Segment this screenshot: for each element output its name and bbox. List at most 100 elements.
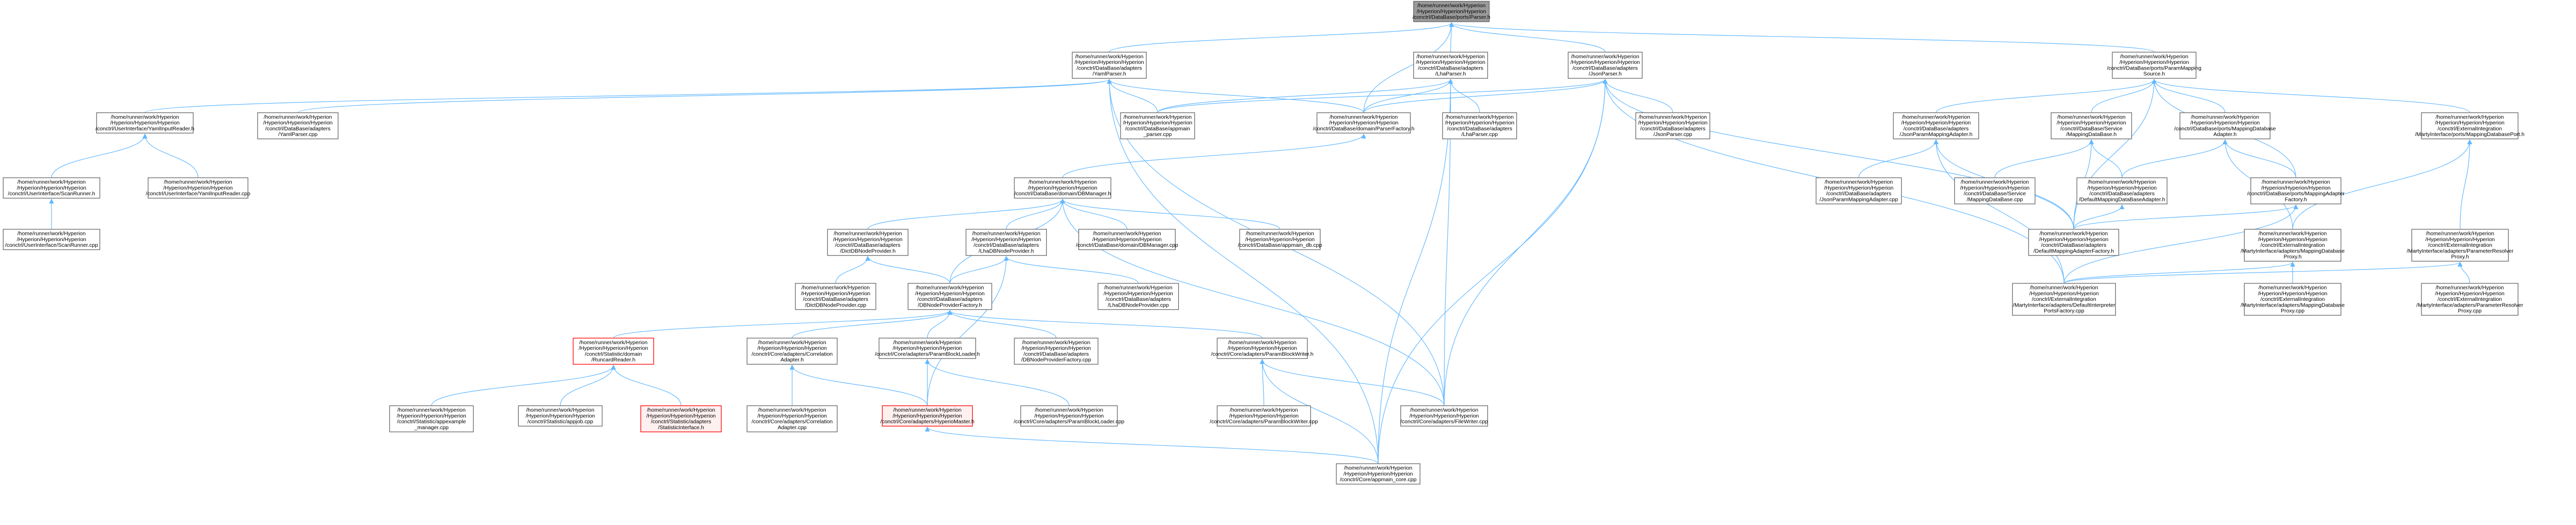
node-label-line: /JsonParamMappingAdapter.cpp <box>1820 196 1899 202</box>
node-box <box>1954 177 2036 205</box>
node-box <box>1072 52 1147 79</box>
graph-node-mappingdbproxy-cpp[interactable]: /home/runner/work/Hyperion/Hyperion/Hype… <box>2241 283 2345 316</box>
graph-node-lhadbnode-cpp[interactable]: /home/runner/work/Hyperion/Hyperion/Hype… <box>1097 283 1179 310</box>
node-box <box>1413 1 1490 22</box>
node-label-line: /Hyperion/Hyperion/Hyperion <box>17 236 87 243</box>
graph-node-jsonparammapping-cpp[interactable]: /home/runner/work/Hyperion/Hyperion/Hype… <box>1816 177 1902 205</box>
node-label-line: /conctrl/Statistic/adapters <box>651 419 711 425</box>
node-label-line: /home/runner/work/Hyperion <box>2088 179 2157 185</box>
graph-node-defaultinterpreter-cpp[interactable]: /home/runner/work/Hyperion/Hyperion/Hype… <box>2012 283 2116 316</box>
node-box <box>1635 112 1710 140</box>
node-label-line: /home/runner/work/Hyperion <box>1228 340 1297 346</box>
graph-node-scanrunner-h[interactable]: /home/runner/work/Hyperion/Hyperion/Hype… <box>3 177 100 199</box>
node-label-line: /conctrl/DataBase/adapters <box>974 242 1039 248</box>
node-label-line: /conctrl/DataBase/adapters <box>1447 126 1513 132</box>
graph-node-yamlparser-h[interactable]: /home/runner/work/Hyperion/Hyperion/Hype… <box>1072 52 1147 79</box>
graph-node-parammapping-h[interactable]: /home/runner/work/Hyperion/Hyperion/Hype… <box>2107 52 2201 79</box>
graph-node-mappingdbproxy-h[interactable]: /home/runner/work/Hyperion/Hyperion/Hype… <box>2241 229 2345 262</box>
graph-node-dbnodefactory-cpp[interactable]: /home/runner/work/Hyperion/Hyperion/Hype… <box>1014 337 1098 365</box>
graph-node-scanrunner-cpp[interactable]: /home/runner/work/Hyperion/Hyperion/Hype… <box>3 229 100 250</box>
node-label-line: /conctrl/Core/appmain_core.cpp <box>1340 477 1417 483</box>
node-label-line: /conctrl/DataBase/adapters <box>2041 242 2107 248</box>
graph-node-portsmappingdb-h[interactable]: /home/runner/work/Hyperion/Hyperion/Hype… <box>2174 112 2276 140</box>
node-label-line: /Hyperion/Hyperion/Hyperion <box>1035 413 1104 419</box>
graph-node-paramresolverproxy-h[interactable]: /home/runner/work/Hyperion/Hyperion/Hype… <box>2406 229 2514 262</box>
graph-node-appmain-db[interactable]: /home/runner/work/Hyperion/Hyperion/Hype… <box>1238 229 1323 250</box>
node-label-line: /conctrl/DataBase/adapters <box>803 296 869 302</box>
graph-node-root[interactable]: /home/runner/work/Hyperion/Hyperion/Hype… <box>1413 1 1490 22</box>
node-box <box>2244 283 2342 316</box>
node-box <box>1014 337 1098 365</box>
node-label-line: /Hyperion/Hyperion/Hyperion <box>893 345 962 351</box>
graph-node-mappingdbport-h[interactable]: /home/runner/work/Hyperion/Hyperion/Hype… <box>2415 112 2525 140</box>
node-label-line: /home/runner/work/Hyperion <box>1344 465 1413 471</box>
node-label-line: /Hyperion/Hyperion/Hyperion <box>2258 291 2328 297</box>
node-label-line: /MartyInterface/adapters/ParameterResolv… <box>2406 248 2514 254</box>
node-label-line: /Hyperion/Hyperion/Hyperion <box>1104 291 1173 297</box>
graph-node-defaultmappingfactory-h[interactable]: /home/runner/work/Hyperion/Hyperion/Hype… <box>2028 229 2120 256</box>
graph-node-dictdbnode-cpp[interactable]: /home/runner/work/Hyperion/Hyperion/Hype… <box>795 283 876 310</box>
graph-edge-appmain-db-to-dbmanager-h <box>1060 198 1280 230</box>
node-label-line: /Hyperion/Hyperion/Hyperion <box>1123 120 1192 126</box>
graph-node-jsonparser-cpp[interactable]: /home/runner/work/Hyperion/Hyperion/Hype… <box>1635 112 1710 140</box>
graph-edge-defaultinterpreter-cpp-to-adapterfactory-h <box>2063 204 2298 284</box>
node-box <box>96 112 194 133</box>
graph-node-yamlparser-cpp[interactable]: /home/runner/work/Hyperion/Hyperion/Hype… <box>257 112 338 140</box>
graph-node-correlation-cpp[interactable]: /home/runner/work/Hyperion/Hyperion/Hype… <box>747 405 838 432</box>
graph-node-dbmanager-h[interactable]: /home/runner/work/Hyperion/Hyperion/Hype… <box>1014 177 1111 199</box>
graph-node-runcardreader-h[interactable]: /home/runner/work/Hyperion/Hyperion/Hype… <box>572 337 654 365</box>
graph-node-dbnodefactory-h[interactable]: /home/runner/work/Hyperion/Hyperion/Hype… <box>907 283 992 310</box>
node-label-line: /conctrl/DataBase/domain/ParserFactory.h <box>1313 126 1414 132</box>
graph-node-paramblockwriter-h[interactable]: /home/runner/work/Hyperion/Hyperion/Hype… <box>1211 337 1314 359</box>
graph-node-appjob[interactable]: /home/runner/work/Hyperion/Hyperion/Hype… <box>518 405 603 427</box>
graph-node-paramblockloader-h[interactable]: /home/runner/work/Hyperion/Hyperion/Hype… <box>875 337 980 359</box>
graph-node-servicemapping-h[interactable]: /home/runner/work/Hyperion/Hyperion/Hype… <box>2050 112 2132 140</box>
graph-node-statinterface-h[interactable]: /home/runner/work/Hyperion/Hyperion/Hype… <box>640 405 722 432</box>
graph-node-jsonparser-h[interactable]: /home/runner/work/Hyperion/Hyperion/Hype… <box>1568 52 1643 79</box>
node-label-line: /home/runner/work/Hyperion <box>18 231 86 237</box>
graph-node-appexample[interactable]: /home/runner/work/Hyperion/Hyperion/Hype… <box>389 405 474 432</box>
graph-edge-appmain-parser-to-lhaparser-h <box>1157 78 1453 113</box>
node-box <box>2244 229 2342 262</box>
graph-node-lhaparser-h[interactable]: /home/runner/work/Hyperion/Hyperion/Hype… <box>1413 52 1488 79</box>
graph-edge-jsonparammapping-cpp-to-jsonparammapping-h <box>1858 139 1939 178</box>
node-label-line: /conctrl/DataBase/adapters <box>1024 351 1089 357</box>
graph-node-paramblockwriter-cpp[interactable]: /home/runner/work/Hyperion/Hyperion/Hype… <box>1210 405 1318 427</box>
node-label-line: /conctrl/Core/adapters/Correlation <box>752 351 833 357</box>
graph-edge-appjob-to-runcardreader-h <box>560 364 616 406</box>
node-label-line: /conctrl/DataBase/adapters <box>1640 126 1706 132</box>
node-box <box>1893 112 1979 140</box>
node-label-line: /conctrl/Core/adapters/ParamBlockLoader.… <box>875 351 980 357</box>
node-label-line: /MartyInterface/ports/MappingDatabasePor… <box>2415 131 2525 138</box>
graph-node-paramblockloader-cpp[interactable]: /home/runner/work/Hyperion/Hyperion/Hype… <box>1014 405 1125 427</box>
node-label-line: /home/runner/work/Hyperion <box>579 340 648 346</box>
graph-node-lhaparser-cpp[interactable]: /home/runner/work/Hyperion/Hyperion/Hype… <box>1442 112 1517 140</box>
node-label-line: /conctrl/Statistic/appexample <box>397 419 466 425</box>
node-label-line: /Hyperion/Hyperion/Hyperion <box>2435 120 2504 126</box>
graph-node-dbmanager-cpp[interactable]: /home/runner/work/Hyperion/Hyperion/Hype… <box>1076 229 1178 250</box>
node-label-line: /home/runner/work/Hyperion <box>18 179 86 185</box>
graph-node-parserfactory-h[interactable]: /home/runner/work/Hyperion/Hyperion/Hype… <box>1313 112 1415 133</box>
graph-node-adapterfactory-h[interactable]: /home/runner/work/Hyperion/Hyperion/Hype… <box>2247 177 2345 205</box>
node-box <box>147 177 248 199</box>
graph-node-appmain-core[interactable]: /home/runner/work/Hyperion/Hyperion/Hype… <box>1336 463 1420 485</box>
node-label-line: /DBNodeProviderFactory.cpp <box>1021 357 1091 363</box>
graph-node-jsonparammapping-h[interactable]: /home/runner/work/Hyperion/Hyperion/Hype… <box>1893 112 1979 140</box>
graph-node-correlation-h[interactable]: /home/runner/work/Hyperion/Hyperion/Hype… <box>747 337 838 365</box>
node-label-line: /conctrl/UserInterface/YamlInputReader.c… <box>146 191 250 197</box>
graph-node-hyperiomaster-h[interactable]: /home/runner/work/Hyperion/Hyperion/Hype… <box>880 405 975 427</box>
graph-node-yamlinputreader-h[interactable]: /home/runner/work/Hyperion/Hyperion/Hype… <box>95 112 194 133</box>
node-box <box>3 229 100 250</box>
node-label-line: Proxy.cpp <box>2281 308 2304 314</box>
node-label-line: /home/runner/work/Hyperion <box>2259 285 2327 291</box>
graph-node-paramresolverproxy-cpp[interactable]: /home/runner/work/Hyperion/Hyperion/Hype… <box>2416 283 2523 316</box>
node-label-line: /home/runner/work/Hyperion <box>2057 114 2126 120</box>
graph-node-appmain-parser[interactable]: /home/runner/work/Hyperion/Hyperion/Hype… <box>1120 112 1195 140</box>
graph-edge-defaultinterpreter-cpp-to-jsonparammapping-h <box>1934 139 2064 284</box>
graph-node-servicemapping-cpp[interactable]: /home/runner/work/Hyperion/Hyperion/Hype… <box>1954 177 2036 205</box>
graph-node-yamlinputreader-cpp[interactable]: /home/runner/work/Hyperion/Hyperion/Hype… <box>146 177 250 199</box>
graph-node-defaultmappingdb-h[interactable]: /home/runner/work/Hyperion/Hyperion/Hype… <box>2076 177 2167 205</box>
graph-node-filewriter-cpp[interactable]: /home/runner/work/Hyperion/Hyperion/Hype… <box>1400 405 1488 427</box>
graph-node-dictdbnode-h[interactable]: /home/runner/work/Hyperion/Hyperion/Hype… <box>827 229 909 256</box>
graph-node-lhadbnode-h[interactable]: /home/runner/work/Hyperion/Hyperion/Hype… <box>965 229 1047 256</box>
